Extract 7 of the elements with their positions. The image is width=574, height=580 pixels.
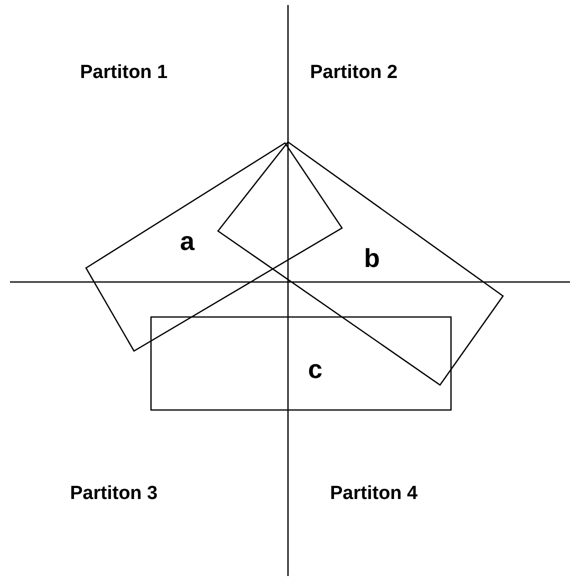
region-label: b bbox=[364, 245, 380, 271]
partition-label: Partiton 2 bbox=[310, 62, 398, 84]
region-label: a bbox=[180, 228, 194, 254]
partition-label: Partiton 1 bbox=[80, 62, 168, 84]
region-label: c bbox=[308, 356, 322, 382]
partition-label: Partiton 3 bbox=[70, 483, 158, 505]
partition-label: Partiton 4 bbox=[330, 483, 418, 505]
